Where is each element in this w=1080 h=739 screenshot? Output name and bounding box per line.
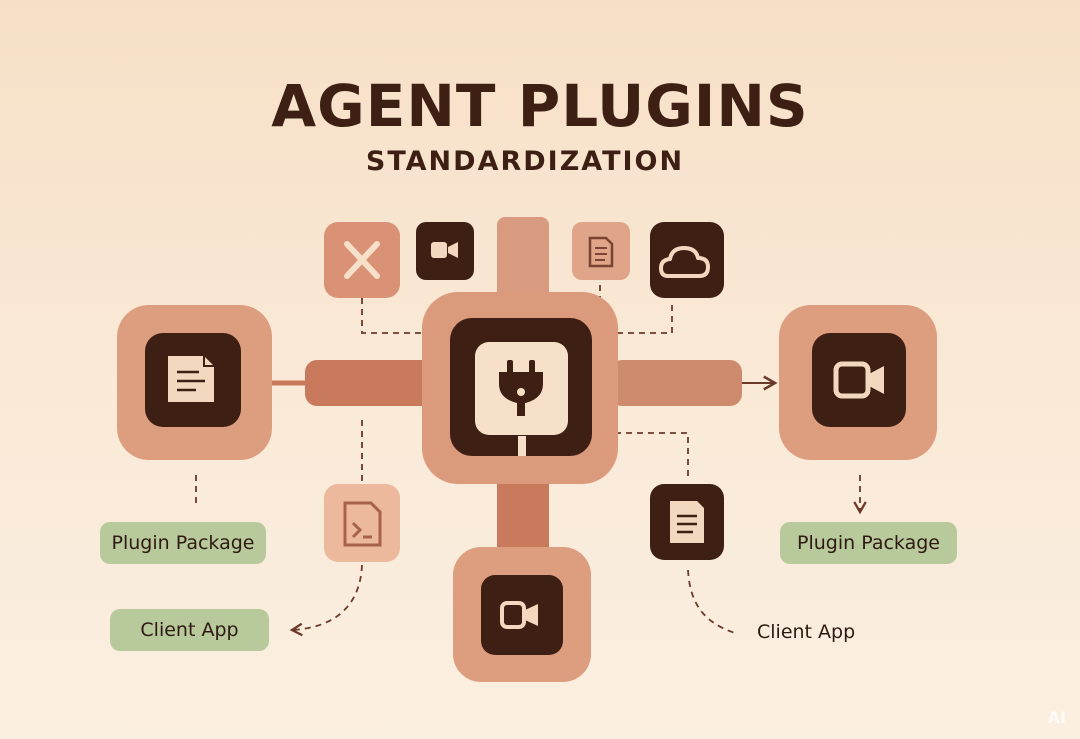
dash-doc-to-center bbox=[599, 285, 673, 334]
small-tile-code-file[interactable] bbox=[324, 484, 400, 562]
cloud-icon bbox=[659, 246, 710, 278]
small-tile-video[interactable] bbox=[416, 222, 474, 280]
dash-x-to-center bbox=[361, 298, 425, 334]
page-title: AGENT PLUGINS bbox=[271, 72, 809, 140]
dash-curve-left-client bbox=[289, 564, 363, 637]
client-app-right: Client App bbox=[757, 621, 856, 643]
connectors bbox=[272, 217, 778, 560]
video-camera-icon bbox=[431, 242, 458, 258]
video-camera-icon bbox=[500, 601, 538, 629]
small-tile-document[interactable] bbox=[572, 222, 630, 280]
plug-icon bbox=[499, 360, 543, 416]
dash-curve-right-client bbox=[687, 569, 736, 634]
bottom-tile[interactable] bbox=[453, 547, 591, 682]
plugin-package-left[interactable]: Plugin Package bbox=[100, 522, 266, 564]
client-app-left[interactable]: Client App bbox=[110, 609, 269, 651]
connector-left bbox=[305, 360, 435, 406]
dash-center-down-right bbox=[615, 432, 689, 480]
page-subtitle: STANDARDIZATION bbox=[365, 146, 685, 177]
right-tile[interactable] bbox=[779, 305, 937, 460]
document-icon bbox=[670, 501, 704, 543]
video-camera-icon bbox=[833, 361, 884, 399]
central-tile[interactable] bbox=[422, 292, 618, 484]
small-tile-close[interactable] bbox=[324, 222, 400, 298]
plugin-package-right[interactable]: Plugin Package bbox=[780, 522, 957, 564]
small-tile-cloud[interactable] bbox=[650, 222, 724, 298]
document-icon bbox=[168, 356, 214, 402]
small-tile-document-dark[interactable] bbox=[650, 484, 724, 560]
document-icon bbox=[588, 236, 614, 268]
code-file-icon bbox=[343, 501, 382, 547]
watermark-logo: AI bbox=[1047, 708, 1066, 727]
connector-bottom bbox=[497, 470, 549, 560]
close-icon bbox=[344, 241, 380, 279]
left-tile[interactable] bbox=[117, 305, 272, 460]
connector-right bbox=[610, 360, 742, 406]
dashed-links bbox=[195, 285, 867, 637]
